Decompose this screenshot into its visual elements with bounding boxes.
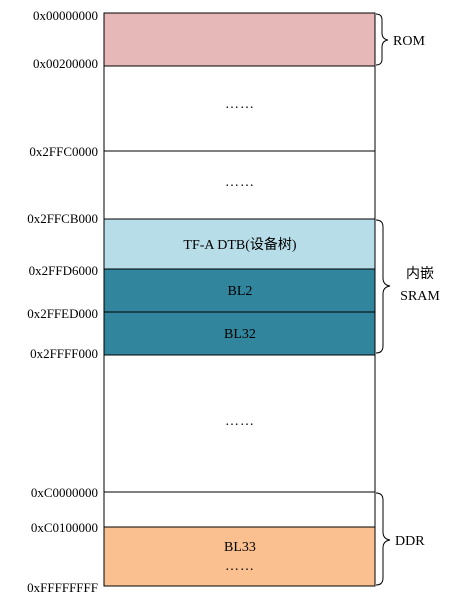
address-label: 0x2FFC0000	[29, 144, 98, 159]
gap-ellipsis: ……	[225, 97, 255, 112]
sram-region-label: 内嵌	[406, 266, 434, 282]
address-label: 0x2FFD6000	[29, 263, 98, 278]
bl33-label: BL33	[224, 540, 256, 555]
tfa-dtb-label: TF-A DTB(设备树)	[183, 236, 296, 253]
bl33-block	[103, 526, 376, 587]
address-label: 0xFFFFFFFF	[27, 580, 98, 595]
address-label: 0x00000000	[33, 8, 98, 23]
address-label: 0xC0000000	[31, 485, 98, 500]
address-label: 0x2FFED000	[27, 306, 98, 321]
address-label: 0x2FFCB000	[27, 211, 98, 226]
gap-ellipsis: ……	[225, 414, 255, 429]
bl32-label: BL32	[224, 327, 256, 342]
bl2-label: BL2	[228, 284, 253, 299]
bl2-block	[103, 268, 376, 313]
address-label: 0xC0100000	[31, 520, 98, 535]
rom-block	[103, 12, 376, 67]
rom-brace	[375, 13, 389, 66]
rom-region-label: ROM	[393, 34, 425, 49]
address-label: 0x00200000	[33, 56, 98, 71]
gap-ellipsis: ……	[225, 559, 255, 574]
sram-brace	[375, 219, 391, 354]
ddr-region-label: DDR	[395, 534, 425, 549]
sram-region-label: SRAM	[400, 289, 440, 304]
tfa-dtb-block	[103, 218, 376, 270]
ddr-brace	[375, 492, 391, 586]
address-label: 0x2FFFF000	[30, 346, 98, 361]
bl32-block	[103, 311, 376, 356]
gap-ellipsis: ……	[225, 175, 255, 190]
